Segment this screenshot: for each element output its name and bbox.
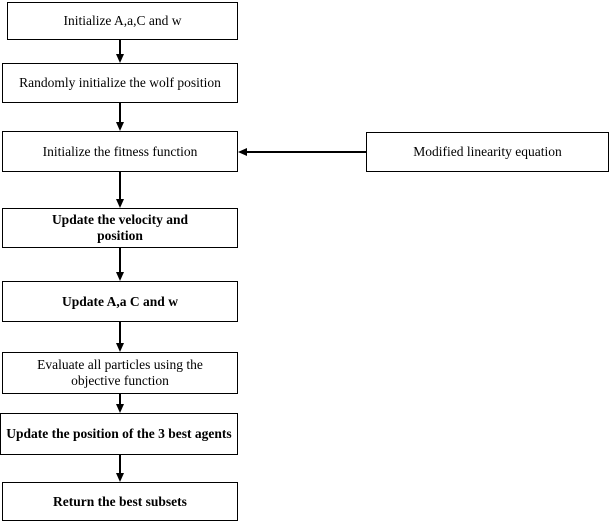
flow-node-initialize-fitness: Initialize the fitness function [2, 131, 238, 172]
flow-node-initialize-params-label: Initialize A,a,C and w [63, 13, 182, 28]
down-arrow-line-7 [119, 455, 121, 473]
down-arrow-line-4 [119, 248, 121, 272]
down-arrowhead-icon-5 [115, 343, 124, 352]
down-arrow-line-3 [119, 172, 121, 199]
down-arrowhead-icon-6 [115, 404, 124, 413]
down-arrowhead-icon-1 [115, 54, 124, 63]
down-arrow-line-5 [119, 322, 121, 343]
flow-node-evaluate-particles: Evaluate all particles using the objecti… [2, 352, 238, 394]
flow-node-update-best-agents: Update the position of the 3 best agents [0, 413, 238, 455]
left-arrowhead-icon [238, 148, 247, 156]
down-arrow-line-6 [119, 394, 121, 404]
flow-node-initialize-fitness-label: Initialize the fitness function [42, 143, 198, 159]
flow-node-randomly-initialize-wolf-label: Randomly initialize the wolf position [19, 75, 221, 90]
down-arrow-line-1 [119, 40, 121, 55]
flow-node-return-best-subsets-label: Return the best subsets [53, 493, 187, 509]
flow-node-update-velocity-position: Update the velocity and position [2, 208, 238, 248]
flow-node-initialize-params: Initialize A,a,C and w [7, 2, 238, 40]
down-arrowhead-icon-4 [115, 272, 124, 281]
flow-node-update-best-agents-label: Update the position of the 3 best agents [6, 426, 232, 441]
left-arrow-line [246, 151, 366, 153]
flow-node-update-params: Update A,a C and w [2, 281, 238, 322]
flow-node-evaluate-particles-label: Evaluate all particles using the objecti… [37, 357, 203, 388]
flow-node-randomly-initialize-wolf: Randomly initialize the wolf position [2, 63, 238, 103]
down-arrowhead-icon-3 [115, 199, 124, 208]
down-arrow-line-2 [119, 103, 121, 122]
flow-node-update-velocity-position-label: Update the velocity and position [51, 212, 189, 243]
flow-node-update-params-label: Update A,a C and w [62, 293, 178, 309]
down-arrowhead-icon-7 [115, 473, 124, 482]
flow-node-return-best-subsets: Return the best subsets [2, 482, 238, 521]
flow-node-modified-linearity: Modified linearity equation [366, 132, 609, 172]
down-arrowhead-icon-2 [115, 122, 124, 131]
flow-node-modified-linearity-label: Modified linearity equation [413, 144, 562, 159]
